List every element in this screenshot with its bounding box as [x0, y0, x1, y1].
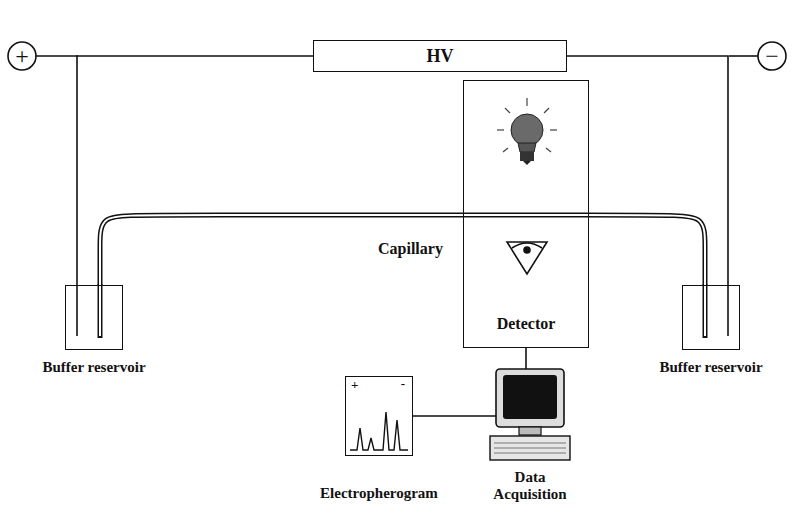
- capillary-tube: [100, 215, 705, 285]
- wire: [77, 56, 313, 285]
- node-label: Data Acquisition: [485, 469, 575, 504]
- node-label: Buffer reservoir: [42, 359, 145, 376]
- node-label: Detector: [464, 315, 588, 333]
- lamp-icon: [497, 98, 557, 165]
- node-label: HV: [314, 46, 566, 67]
- buffer-reservoir: Buffer reservoir: [65, 285, 123, 350]
- wire: [729, 55, 758, 57]
- buffer-reservoir: Buffer reservoir: [682, 285, 740, 350]
- computer-icon: [490, 369, 570, 460]
- negative-terminal: [758, 42, 786, 70]
- terminal-sign: −: [765, 44, 779, 68]
- data-acquisition: Data Acquisition: [488, 365, 572, 465]
- capillary-end: [100, 284, 705, 338]
- electropherogram-box: +-Electropherogram: [345, 376, 413, 456]
- electrode: [76, 285, 78, 336]
- wire: [36, 55, 78, 57]
- node-label: -: [401, 377, 405, 392]
- wire: [413, 416, 496, 417]
- hv-power-supply: HV: [313, 40, 567, 72]
- node-label: +: [351, 378, 358, 393]
- node-label: Buffer reservoir: [659, 359, 762, 376]
- electrode: [727, 285, 729, 336]
- electropherogram-trace: [350, 412, 408, 450]
- terminal-sign: +: [15, 44, 29, 68]
- positive-terminal: [8, 42, 36, 70]
- wire: [526, 348, 527, 369]
- node-label: Electropherogram: [320, 485, 438, 502]
- detector-box: Detector: [463, 80, 589, 348]
- capillary-label: Capillary: [378, 241, 443, 257]
- detector-eye: [507, 242, 547, 274]
